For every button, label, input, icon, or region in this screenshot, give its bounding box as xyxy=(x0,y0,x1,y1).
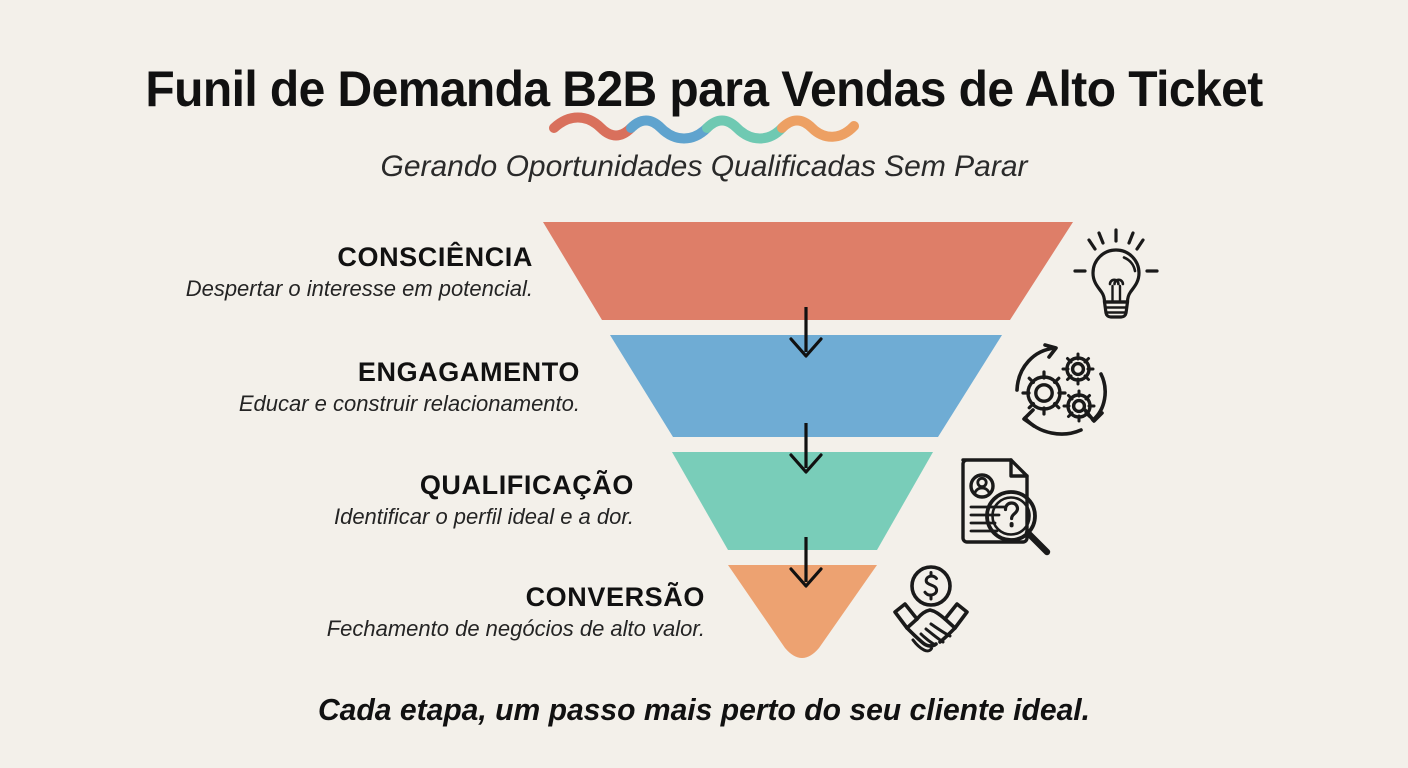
stage-label-consciencia: CONSCIÊNCIA Despertar o interesse em pot… xyxy=(20,242,533,304)
flow-arrow-1 xyxy=(789,307,823,358)
lightbulb-icon xyxy=(1063,222,1169,328)
wave-segment-2 xyxy=(626,115,712,144)
footer-tagline: Cada etapa, um passo mais perto do seu c… xyxy=(317,692,1091,727)
stage-description: Fechamento de negócios de alto valor. xyxy=(326,616,705,642)
wave-segment-1 xyxy=(549,112,636,141)
wave-segment-3 xyxy=(702,115,787,144)
stage-description: Identificar o perfil ideal e a dor. xyxy=(333,504,634,530)
stage-name: CONVERSÃO xyxy=(525,582,705,612)
page-subtitle: Gerando Oportunidades Qualificadas Sem P… xyxy=(380,150,1028,183)
stage-description: Despertar o interesse em potencial. xyxy=(185,276,533,302)
funnel-band-engagamento[interactable] xyxy=(610,335,1002,437)
stage-label-conversao: CONVERSÃO Fechamento de negócios de alto… xyxy=(180,582,705,644)
flow-arrow-2 xyxy=(789,423,823,474)
funnel-band-consciencia[interactable] xyxy=(543,222,1073,320)
stage-name: CONSCIÊNCIA xyxy=(337,242,533,272)
stage-label-qualificacao: QUALIFICAÇÃO Identificar o perfil ideal … xyxy=(140,470,634,532)
wavy-divider xyxy=(0,112,1408,146)
page-title: Funil de Demanda B2B para Vendas de Alto… xyxy=(145,61,1263,117)
wavy-divider-svg xyxy=(549,112,859,144)
handshake-money-icon xyxy=(873,562,989,666)
gears-cycle-icon xyxy=(1009,342,1117,446)
flow-arrow-3 xyxy=(789,537,823,588)
funnel-band-conversao[interactable] xyxy=(728,565,877,658)
stage-label-engagamento: ENGAGAMENTO Educar e construir relaciona… xyxy=(60,357,580,419)
stage-description: Educar e construir relacionamento. xyxy=(238,391,580,417)
wave-segment-4 xyxy=(777,115,859,142)
stage-name: ENGAGAMENTO xyxy=(357,357,580,387)
stage-name: QUALIFICAÇÃO xyxy=(419,470,634,500)
funnel-band-qualificacao[interactable] xyxy=(672,452,933,550)
document-profile-search-icon xyxy=(953,452,1061,566)
